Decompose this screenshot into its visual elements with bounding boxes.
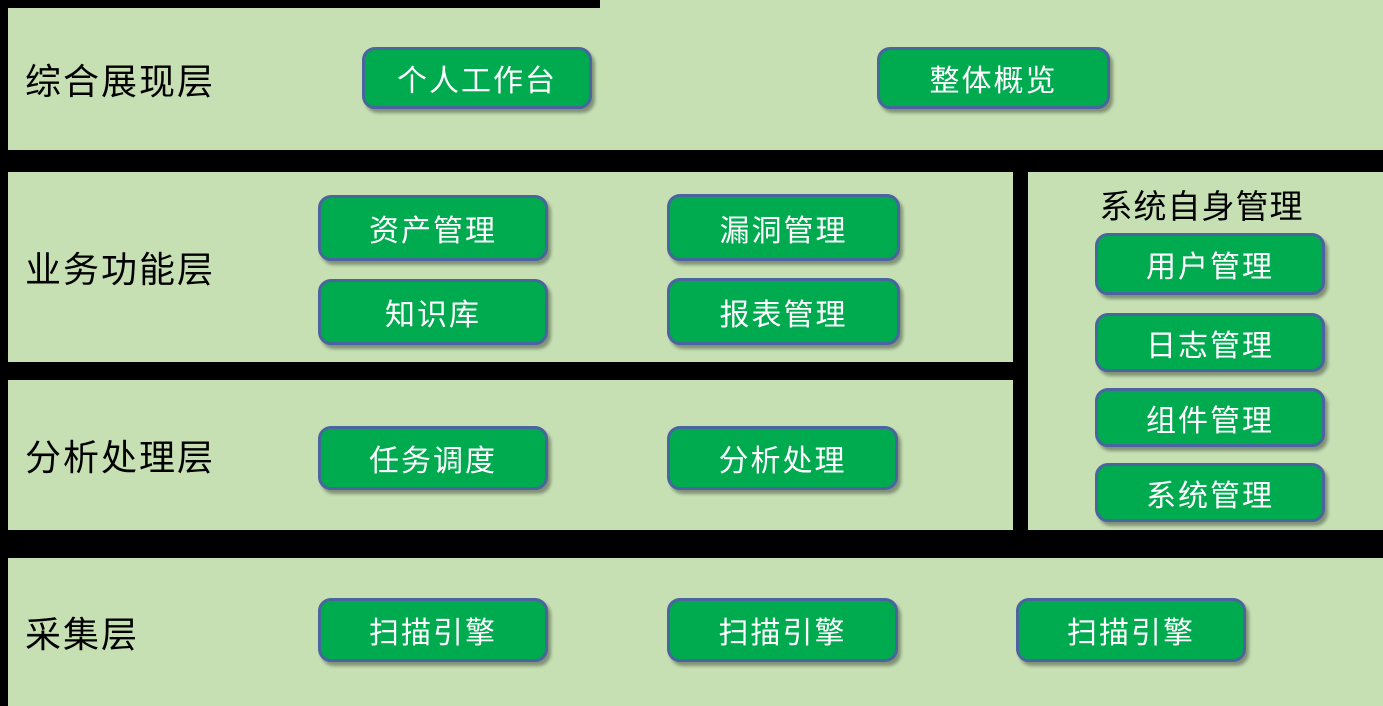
separator-business-analysis [0,362,1028,380]
button-scan-engine-1[interactable]: 扫描引擎 [318,598,548,662]
frame-left-border [0,0,8,706]
separator-analysis-collection [0,530,1383,558]
layer-label-display: 综合展现层 [25,61,216,102]
layer-label-business: 业务功能层 [25,249,216,290]
button-vulnerability-management[interactable]: 漏洞管理 [667,194,900,261]
button-task-scheduling[interactable]: 任务调度 [318,426,548,490]
panel-title-system-self-management: 系统自身管理 [1099,188,1304,225]
layer-panel-display: 综合展现层 个人工作台 整体概览 [8,8,1375,150]
frame-top-strip [0,0,600,8]
button-personal-workbench[interactable]: 个人工作台 [362,47,592,109]
layer-label-analysis: 分析处理层 [25,437,216,478]
layer-panel-analysis: 分析处理层 任务调度 分析处理 [8,380,1013,530]
button-system-management[interactable]: 系统管理 [1095,463,1325,522]
layer-panel-collection: 采集层 扫描引擎 扫描引擎 扫描引擎 [8,558,1375,706]
layer-label-collection: 采集层 [25,614,140,655]
button-asset-management[interactable]: 资产管理 [318,195,548,261]
separator-vertical-system [1013,150,1028,558]
button-analysis-processing[interactable]: 分析处理 [667,426,898,490]
button-component-management[interactable]: 组件管理 [1095,388,1325,447]
button-scan-engine-2[interactable]: 扫描引擎 [667,598,898,662]
button-user-management[interactable]: 用户管理 [1095,233,1325,295]
separator-display-business [0,150,1383,172]
panel-system-self-management: 系统自身管理 用户管理 日志管理 组件管理 系统管理 [1028,172,1375,530]
button-knowledge-base[interactable]: 知识库 [318,279,548,345]
button-overall-overview[interactable]: 整体概览 [877,47,1110,109]
button-log-management[interactable]: 日志管理 [1095,313,1325,372]
layer-panel-business: 业务功能层 资产管理 漏洞管理 知识库 报表管理 [8,172,1013,362]
button-report-management[interactable]: 报表管理 [667,278,900,345]
button-scan-engine-3[interactable]: 扫描引擎 [1016,598,1246,662]
